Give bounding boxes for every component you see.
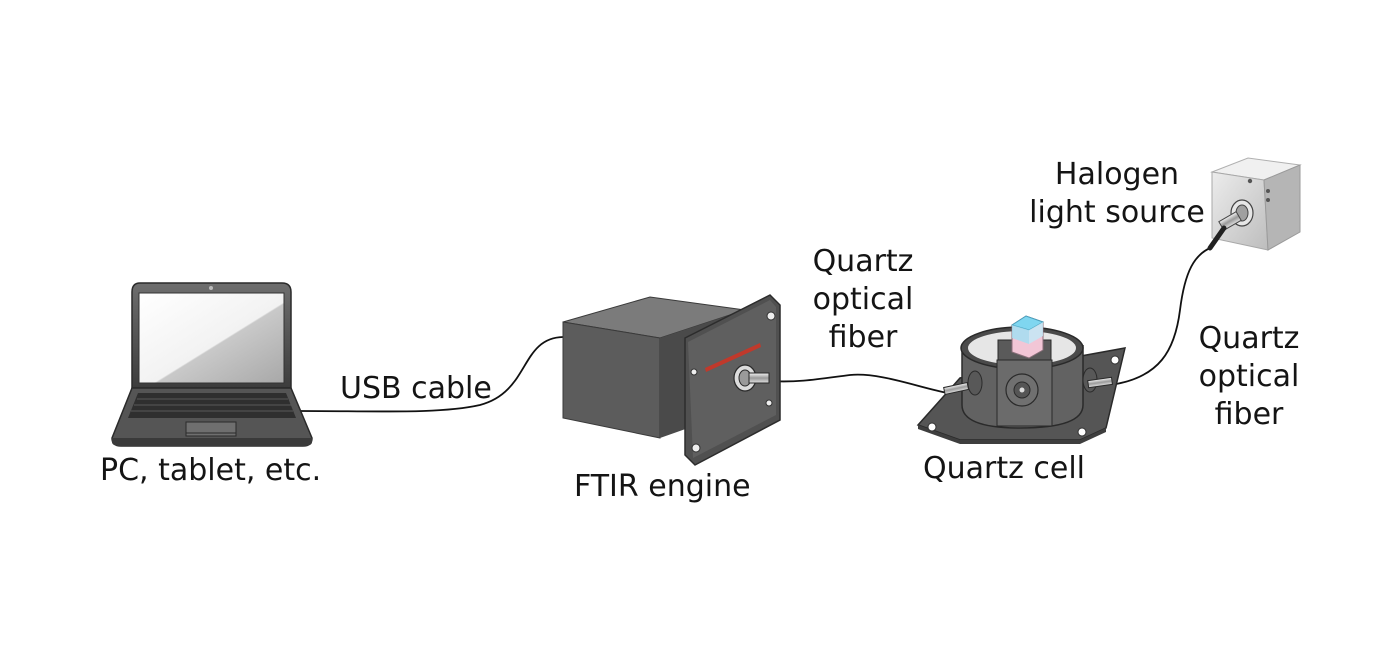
optical-fiber-1 xyxy=(769,373,949,394)
halogen-label-line-2: light source xyxy=(1029,195,1205,230)
halogen-light-source-icon xyxy=(1207,157,1302,251)
optical-fiber-label-1-line-2: optical xyxy=(812,282,914,317)
halogen-label-line-1: Halogen xyxy=(1054,157,1180,192)
optical-fiber-label-2-line-2: optical xyxy=(1198,359,1300,394)
optical-fiber-label-1: Quartz optical fiber xyxy=(800,243,926,357)
optical-fiber-2 xyxy=(1109,247,1211,386)
quartz-cell-icon xyxy=(916,315,1126,444)
pc-label: PC, tablet, etc. xyxy=(100,453,322,488)
optical-fiber-label-2: Quartz optical fiber xyxy=(1186,320,1312,434)
halogen-light-source-label: Halogen light source xyxy=(1028,156,1206,232)
usb-cable-label: USB cable xyxy=(340,371,492,406)
optical-fiber-label-2-line-3: fiber xyxy=(1214,397,1284,432)
ftir-engine-label: FTIR engine xyxy=(574,469,751,504)
quartz-cell-label: Quartz cell xyxy=(923,451,1086,486)
ftir-engine-icon xyxy=(562,294,781,466)
usb-cable xyxy=(299,336,564,413)
optical-fiber-label-1-line-1: Quartz xyxy=(812,244,914,279)
optical-fiber-label-2-line-1: Quartz xyxy=(1198,321,1300,356)
optical-fiber-label-1-line-3: fiber xyxy=(828,320,898,355)
laptop-icon xyxy=(111,282,313,447)
